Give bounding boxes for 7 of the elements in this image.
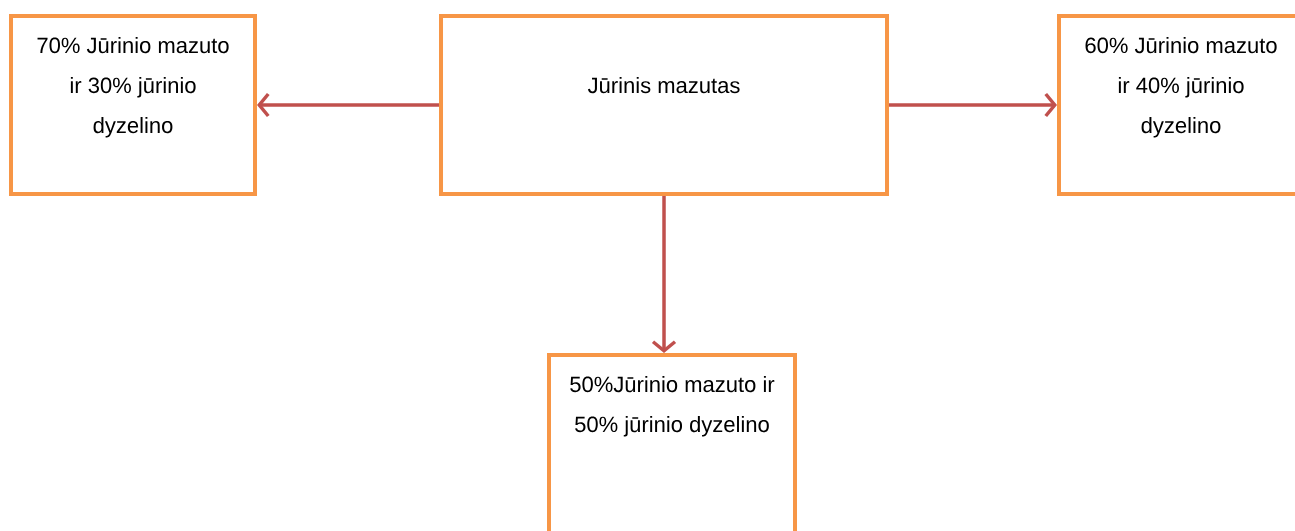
arrow <box>257 92 439 118</box>
process-box: 60% Jūrinio mazuto ir 40% jūrinio dyzelino <box>1057 14 1295 196</box>
arrow <box>651 196 677 353</box>
arrow <box>889 92 1057 118</box>
process-box: 70% Jūrinio mazuto ir 30% jūrinio dyzelino <box>9 14 257 196</box>
process-box: 50%Jūrinio mazuto ir 50% jūrinio dyzelino <box>547 353 797 531</box>
process-box: Jūrinis mazutas <box>439 14 889 196</box>
